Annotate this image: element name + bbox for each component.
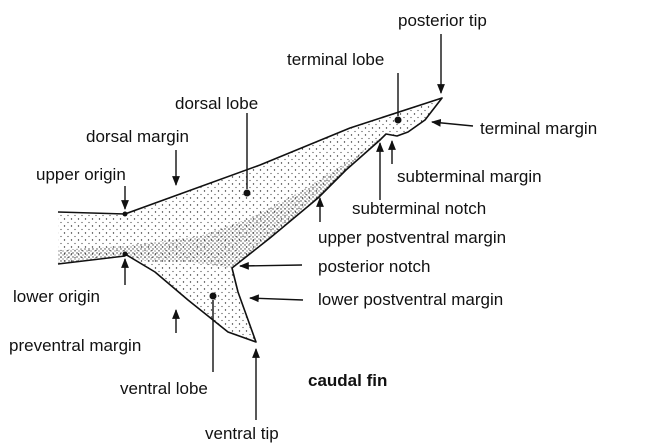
lower-origin-dot <box>123 252 128 257</box>
label-terminal-lobe: terminal lobe <box>287 50 384 69</box>
label-upper-origin: upper origin <box>36 165 126 184</box>
label-posterior-tip: posterior tip <box>398 11 487 30</box>
label-dorsal-margin: dorsal margin <box>86 127 189 146</box>
label-subterminal-margin: subterminal margin <box>397 167 542 186</box>
label-posterior-notch: posterior notch <box>318 257 430 276</box>
lower-postventral-arrow <box>250 298 303 300</box>
label-terminal-margin: terminal margin <box>480 119 597 138</box>
label-lower-postventral-margin: lower postventral margin <box>318 290 503 309</box>
caption-caudal-fin: caudal fin <box>308 371 387 390</box>
label-subterminal-notch: subterminal notch <box>352 199 486 218</box>
label-upper-postventral-margin: upper postventral margin <box>318 228 506 247</box>
label-ventral-tip: ventral tip <box>205 424 279 443</box>
posterior-notch-arrow <box>240 265 302 266</box>
label-lower-origin: lower origin <box>13 287 100 306</box>
terminal-margin-arrow <box>432 122 473 126</box>
ventral-lobe-dot <box>210 293 217 300</box>
label-dorsal-lobe: dorsal lobe <box>175 94 258 113</box>
label-preventral-margin: preventral margin <box>9 336 141 355</box>
terminal-lobe-dot <box>395 117 402 124</box>
dorsal-lobe-dot <box>244 190 251 197</box>
upper-origin-dot <box>123 212 128 217</box>
label-ventral-lobe: ventral lobe <box>120 379 208 398</box>
